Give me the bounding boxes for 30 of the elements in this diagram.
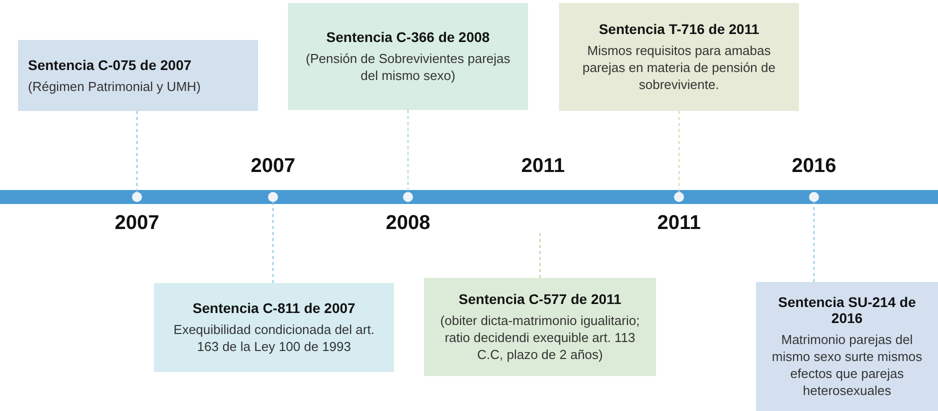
year-label: 2007 <box>250 155 296 178</box>
card-text: (Régimen Patrimonial y UMH) <box>28 78 202 94</box>
year-label: 2016 <box>792 155 836 178</box>
card-heading: Sentencia C-577 de 2011 <box>458 291 622 307</box>
year-label: 2011 <box>657 212 701 235</box>
ruling-card <box>288 3 528 110</box>
ruling-card <box>424 278 656 376</box>
connector-line <box>539 232 541 278</box>
card-heading: Sentencia C-075 de 2007 <box>28 56 192 72</box>
ruling-card <box>756 282 938 411</box>
connector-line <box>813 202 815 282</box>
card-text: (obiter dicta-matrimonio igualitario; ratio decidendi exequible art. 113 C.C, plazo de 2 años) <box>439 312 641 363</box>
card-text: (Pensión de Sobrevivientes parejas del mismo sexo) <box>304 50 512 84</box>
connector-line <box>136 111 138 192</box>
card-heading: Sentencia C-366 de 2008 <box>325 29 491 45</box>
year-label: 2008 <box>386 212 430 235</box>
card-text: Exequibilidad condicionada del art. 163 de la Ley 100 de 1993 <box>172 321 376 355</box>
connector-line <box>407 110 409 192</box>
card-text: Matrimonio parejas del mismo sexo surte mismos efectos que parejas heterosexuales <box>770 331 924 399</box>
card-heading: Sentencia SU-214 de 2016 <box>777 294 917 326</box>
ruling-card <box>559 3 799 111</box>
ruling-card <box>18 40 258 111</box>
card-heading: Sentencia C-811 de 2007 <box>192 300 356 316</box>
ruling-card <box>154 283 394 372</box>
year-label: 2007 <box>114 212 160 235</box>
connector-line <box>678 111 680 192</box>
connector-line <box>272 202 274 283</box>
card-text: Mismos requisitos para amabas parejas en materia de pensión de sobreviviente. <box>582 42 776 93</box>
year-label: 2011 <box>521 155 565 178</box>
card-heading: Sentencia T-716 de 2011 <box>598 21 760 37</box>
